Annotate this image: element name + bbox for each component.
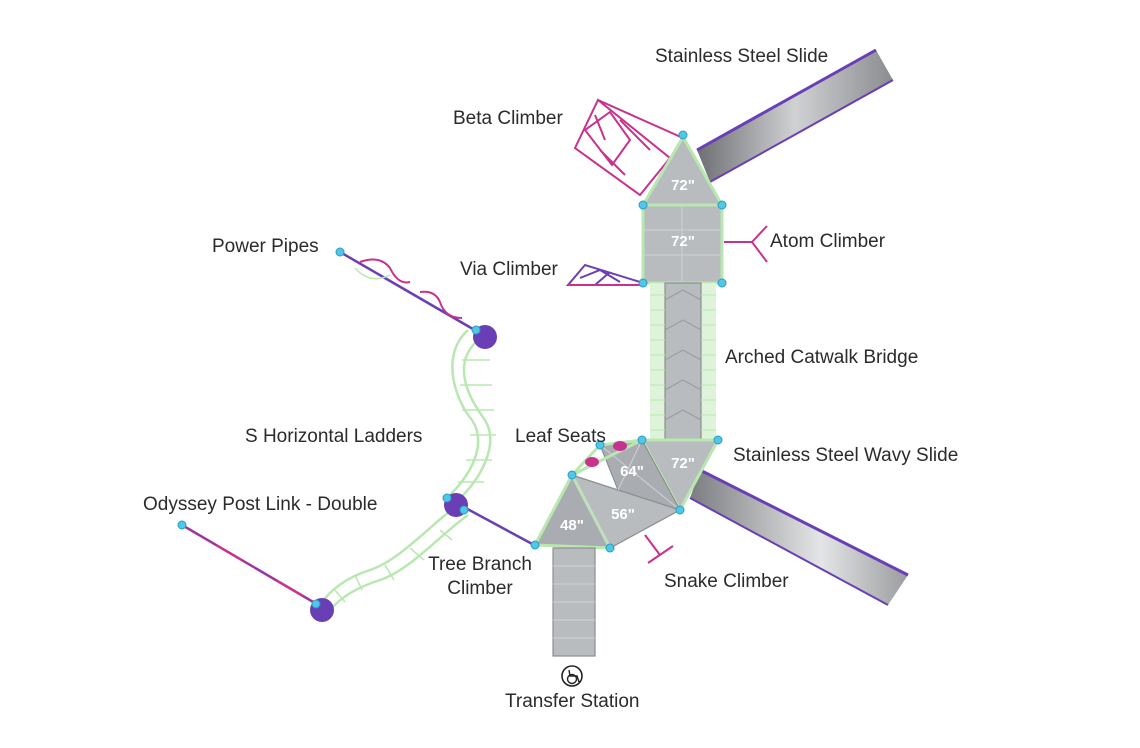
label-via-climber: Via Climber (460, 259, 558, 280)
label-tree-branch-climber-line1: Tree Branch (428, 554, 532, 575)
deck-height-bottom-right: 72" (671, 455, 695, 472)
arched-catwalk-bridge (650, 282, 716, 444)
odyssey-post-link-double (181, 523, 321, 608)
label-power-pipes: Power Pipes (212, 236, 319, 257)
stainless-steel-wavy-slide (689, 468, 909, 606)
label-odyssey-post-link-double: Odyssey Post Link - Double (143, 494, 378, 515)
label-stainless-steel-slide: Stainless Steel Slide (655, 46, 829, 67)
power-pipes (339, 250, 486, 338)
label-beta-climber: Beta Climber (453, 108, 563, 129)
stainless-steel-slide (696, 48, 894, 183)
top-tower: 72" 72" (640, 134, 725, 285)
deck-height-top-square: 72" (671, 233, 695, 250)
deck-height-middle-triangle: 64" (620, 463, 644, 480)
label-arched-catwalk-bridge: Arched Catwalk Bridge (725, 347, 919, 368)
label-stainless-steel-wavy-slide: Stainless Steel Wavy Slide (733, 445, 959, 466)
s-horizontal-ladders (318, 329, 496, 611)
transfer-station (552, 547, 596, 657)
label-transfer-station: Transfer Station (505, 691, 640, 712)
label-leaf-seats: Leaf Seats (515, 426, 606, 447)
label-s-horizontal-ladders: S Horizontal Ladders (245, 426, 423, 447)
snake-climber (644, 534, 674, 564)
deck-height-top-triangle: 72" (671, 177, 695, 194)
wheelchair-transfer-icon (561, 665, 583, 687)
tree-branch-climber (459, 503, 537, 548)
via-climber (565, 263, 643, 286)
lower-deck-cluster: 72" 64" 56" 48" (532, 438, 721, 550)
posts (177, 130, 727, 609)
leaf-seats (585, 441, 627, 467)
deck-height-left-triangle: 48" (560, 517, 584, 534)
label-snake-climber: Snake Climber (664, 571, 789, 592)
atom-climber (724, 225, 768, 263)
label-atom-climber: Atom Climber (770, 231, 886, 252)
label-tree-branch-climber: Tree Branch Climber (420, 553, 540, 601)
label-tree-branch-climber-line2: Climber (447, 578, 513, 599)
deck-height-middle-square: 56" (611, 506, 635, 523)
